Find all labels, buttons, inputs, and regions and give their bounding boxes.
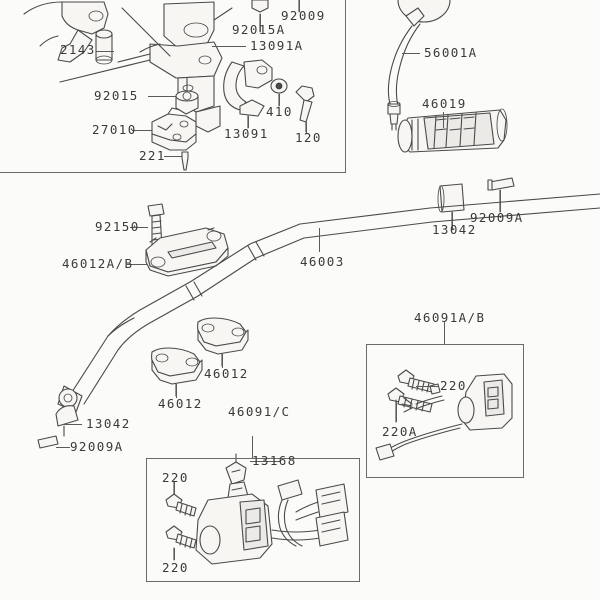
leader-13091A	[212, 46, 246, 47]
upper-assembly-group-box	[0, 0, 346, 173]
bottom-switch-assembly-art	[165, 453, 349, 565]
label-13042-left: 13042	[86, 416, 131, 431]
label-92143: 2143	[60, 42, 96, 57]
label-46012-upper: 46012	[204, 366, 249, 381]
label-220-right: 220	[440, 378, 467, 393]
label-46012-lower: 46012	[158, 396, 203, 411]
label-13168: 13168	[252, 453, 297, 468]
screw-221-art	[181, 151, 189, 171]
leader-13042-right	[452, 212, 453, 230]
leader-46003	[319, 228, 320, 252]
label-92009A-left: 92009A	[70, 439, 124, 454]
label-13091A: 13091A	[250, 38, 304, 53]
label-120: 120	[295, 130, 322, 145]
clamp-46012-upper-art	[197, 317, 249, 367]
nut-92015-art	[175, 77, 199, 115]
leader-220-right	[416, 386, 438, 387]
leader-13168	[250, 461, 280, 462]
leader-220A-right	[396, 402, 397, 422]
leader-92009A-left	[56, 447, 70, 448]
leader-92009	[299, 0, 300, 12]
right-switch-group-box	[366, 344, 524, 478]
label-92150: 92150	[95, 219, 140, 234]
label-92015: 92015	[94, 88, 139, 103]
leader-120	[306, 122, 307, 134]
leader-410	[279, 94, 280, 106]
leader-13091	[248, 116, 249, 128]
leader-92009A-right	[500, 190, 501, 212]
label-46019: 46019	[422, 96, 467, 111]
leader-92015	[148, 96, 176, 97]
leader-27010	[132, 130, 152, 131]
bolt-92150-art	[147, 203, 165, 249]
clutch-lever-perch-art	[23, 1, 113, 65]
label-13091: 13091	[224, 126, 269, 141]
label-220A-right: 220A	[382, 424, 418, 439]
screw-92009A-right-art	[487, 177, 515, 213]
bottom-switch-group-box	[146, 458, 360, 582]
leader-221	[164, 156, 182, 157]
label-92009A-right: 92009A	[470, 210, 524, 225]
bottom-switch-group-leader	[252, 436, 253, 458]
leader-220-box-top	[174, 482, 175, 494]
label-221: 221	[139, 148, 166, 163]
leader-46019	[443, 112, 444, 128]
label-46091AB: 46091A/B	[414, 310, 486, 325]
leader-92015A	[260, 14, 261, 32]
label-410: 410	[266, 104, 293, 119]
label-46003: 46003	[300, 254, 345, 269]
leader-92150	[130, 227, 148, 228]
label-92009: 92009	[281, 8, 326, 23]
leader-56001A	[402, 53, 420, 54]
label-92015A: 92015A	[232, 22, 286, 37]
right-switch-group-leader	[444, 322, 445, 344]
leader-220-box-bottom	[174, 548, 175, 560]
end-cap-13042-left-art	[37, 405, 79, 449]
right-switch-assembly-art	[375, 369, 513, 461]
label-13042-right: 13042	[432, 222, 477, 237]
grip-46019-art	[397, 108, 508, 153]
label-46012AB: 46012A/B	[62, 256, 134, 271]
reservoir-27010-art	[151, 107, 197, 151]
label-220-box-top: 220	[162, 470, 189, 485]
leader-46012-upper	[222, 354, 223, 368]
label-220-box-bottom: 220	[162, 560, 189, 575]
label-56001A: 56001A	[424, 45, 478, 60]
leader-92143	[96, 51, 114, 52]
washer-410-art	[270, 78, 288, 107]
leader-46012AB	[127, 264, 147, 265]
handlebar-holder-46012AB-art	[145, 227, 229, 277]
mirror-56001A-art	[387, 0, 451, 131]
label-46091C: 46091/C	[228, 404, 291, 419]
leader-46012-lower	[176, 384, 177, 398]
label-27010: 27010	[92, 122, 137, 137]
leader-13042-left	[64, 424, 82, 425]
clamp-13091-art	[223, 59, 273, 129]
